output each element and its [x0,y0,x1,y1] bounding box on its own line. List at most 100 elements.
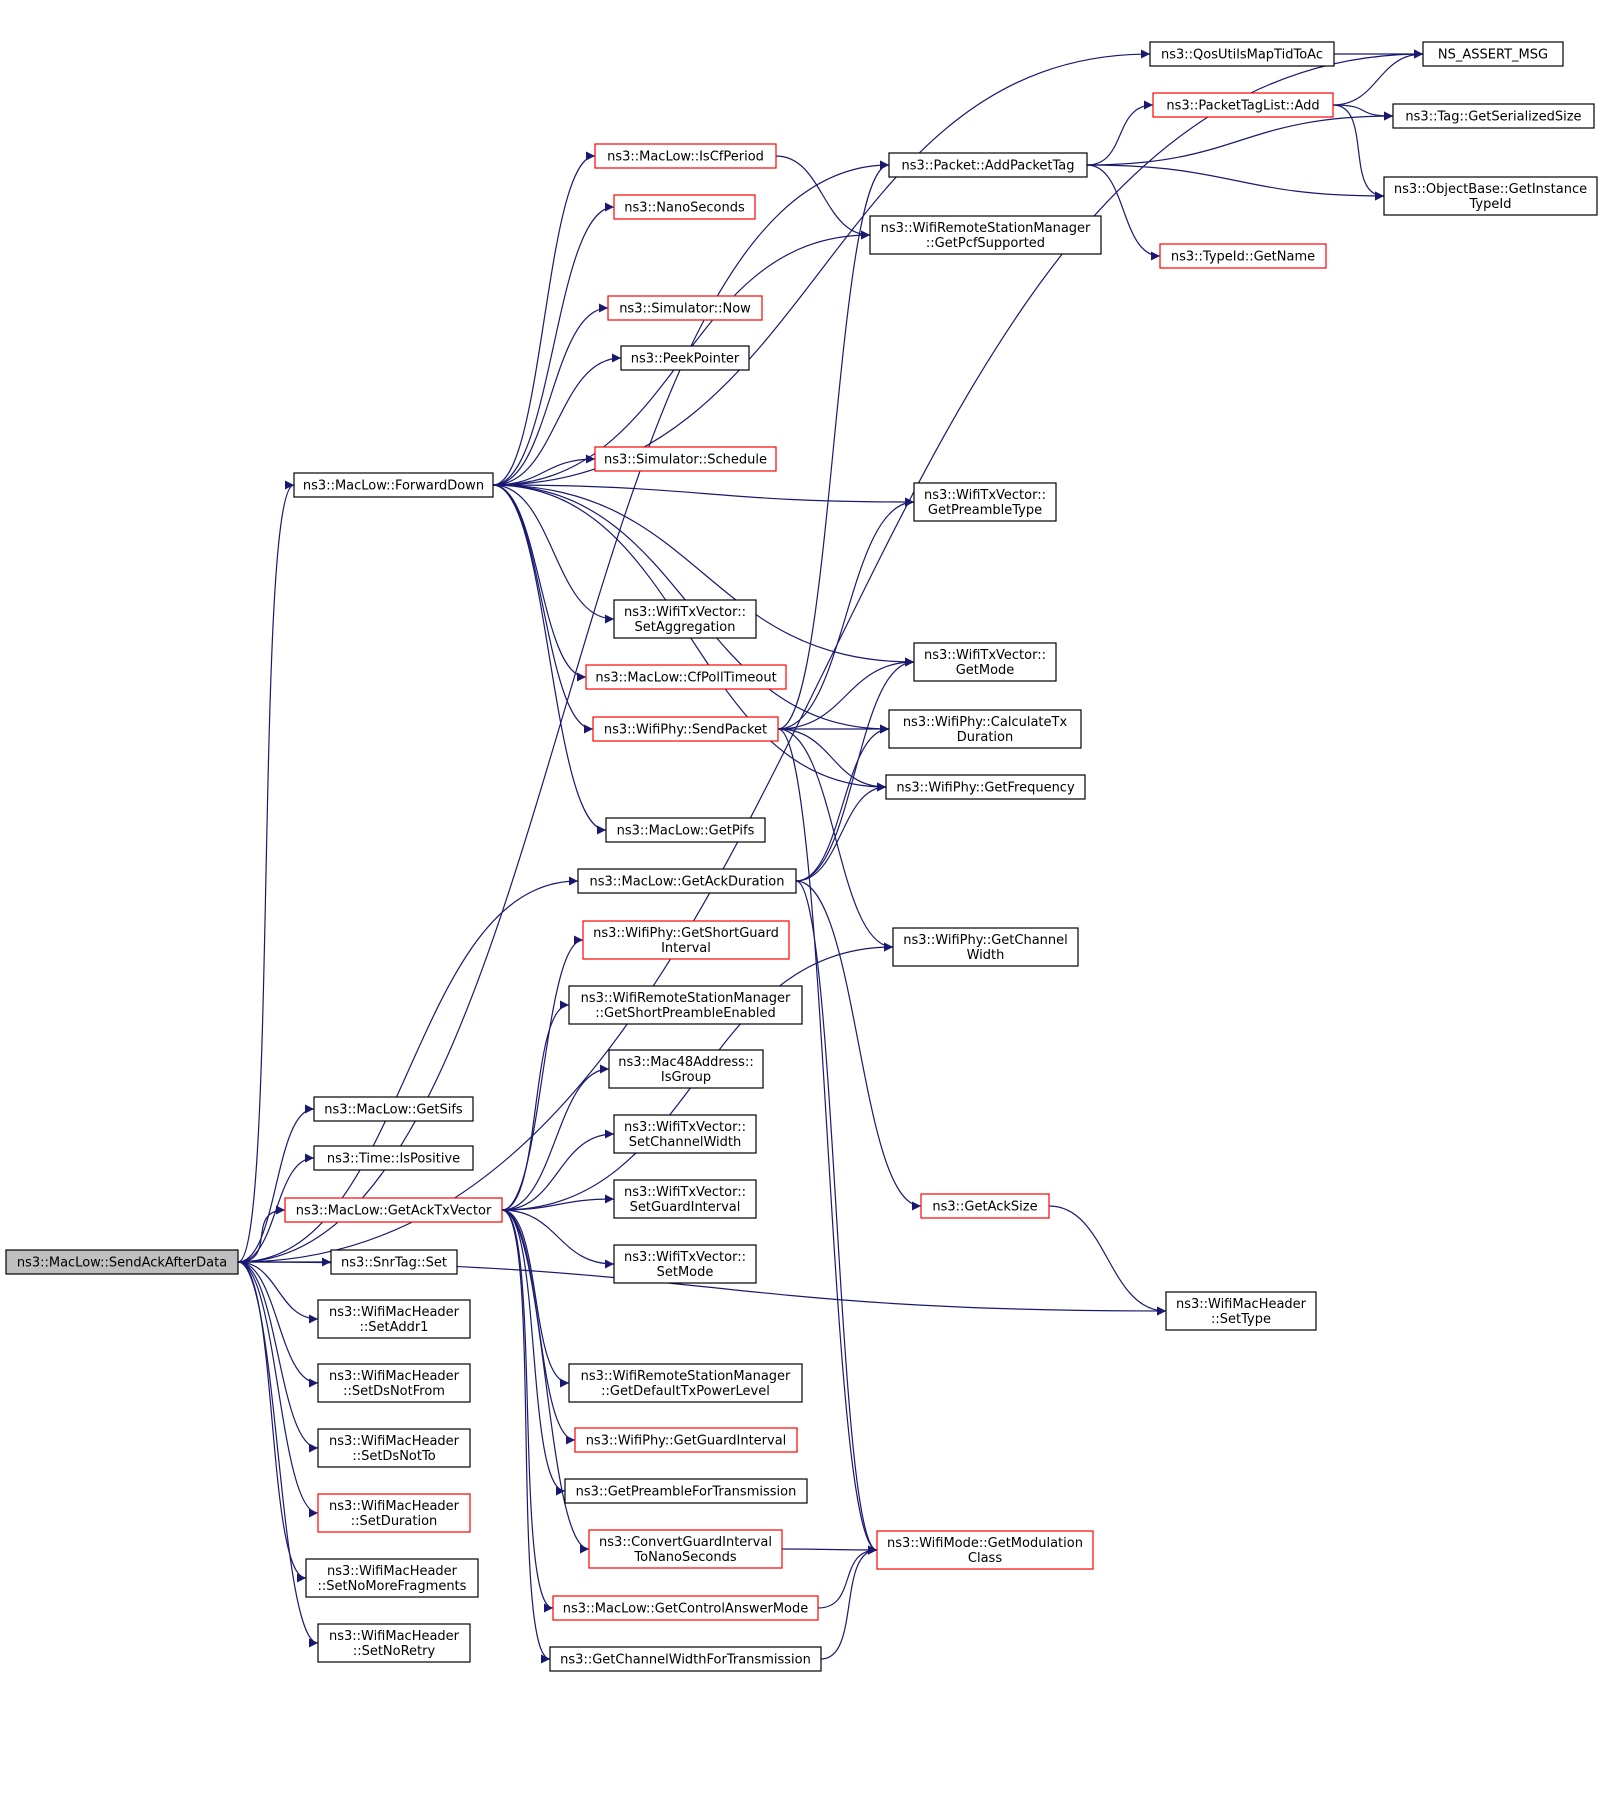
node-setmode[interactable]: ns3::WifiTxVector::SetMode [613,1244,757,1284]
node-box [313,1145,474,1171]
node-label: ns3::MacLow::SendAckAfterData [17,1256,227,1271]
node-sendpacket[interactable]: ns3::WifiPhy::SendPacket [592,716,779,742]
node-getshortpreamble[interactable]: ns3::WifiRemoteStationManager::GetShortP… [568,985,803,1025]
node-label: ns3::WifiMacHeader [1176,1297,1307,1312]
node-qosutils[interactable]: ns3::QosUtilsMapTidToAc [1149,41,1335,67]
node-label: IsGroup [661,1070,711,1085]
edge-addpackettag-to-taggetserialized [1086,111,1394,166]
node-getpifs[interactable]: ns3::MacLow::GetPifs [605,817,766,843]
node-label: ns3::WifiRemoteStationManager [581,1369,791,1384]
edge-addpackettag-to-packettaglistadd [1086,100,1154,166]
node-root[interactable]: ns3::MacLow::SendAckAfterData [5,1249,239,1275]
node-box [594,143,777,169]
node-setaggregation[interactable]: ns3::WifiTxVector::SetAggregation [613,599,757,639]
node-box [892,927,1079,967]
node-label: ns3::MacLow::CfPollTimeout [595,671,776,686]
node-simnow[interactable]: ns3::Simulator::Now [607,295,763,321]
node-box [305,1558,479,1598]
node-label: SetAggregation [635,620,736,635]
node-setdsnotfrom[interactable]: ns3::WifiMacHeader::SetDsNotFrom [317,1363,471,1403]
node-getchannelwidthfortx[interactable]: ns3::GetChannelWidthForTransmission [549,1646,822,1672]
node-simschedule[interactable]: ns3::Simulator::Schedule [594,446,777,472]
node-box [920,1193,1050,1219]
node-setduration[interactable]: ns3::WifiMacHeader::SetDuration [317,1493,471,1533]
node-ispositive[interactable]: ns3::Time::IsPositive [313,1145,474,1171]
node-box [568,985,803,1025]
node-label: ns3::NanoSeconds [624,201,745,216]
edge-forwarddown-to-peekpointer [492,353,622,486]
node-forwarddown[interactable]: ns3::MacLow::ForwardDown [293,472,494,498]
node-addpackettag[interactable]: ns3::Packet::AddPacketTag [888,152,1088,178]
node-getpreamblefortx[interactable]: ns3::GetPreambleForTransmission [564,1478,808,1504]
node-box [574,1427,798,1453]
node-label: ::SetNoMoreFragments [318,1579,467,1594]
node-setchannelwidth[interactable]: ns3::WifiTxVector::SetChannelWidth [613,1114,757,1154]
node-settype[interactable]: ns3::WifiMacHeader::SetType [1165,1291,1317,1331]
node-cfpolltimeout[interactable]: ns3::MacLow::CfPollTimeout [585,664,787,690]
node-iscfperiod[interactable]: ns3::MacLow::IsCfPeriod [594,143,777,169]
node-label: ::SetDsNotTo [352,1449,435,1464]
node-label: ns3::ObjectBase::GetInstance [1394,182,1587,197]
node-label: ns3::WifiMacHeader [329,1499,460,1514]
edge-getackduration-to-calctxduration [795,724,890,882]
node-snrtagset[interactable]: ns3::SnrTag::Set [330,1249,458,1275]
node-getsifs[interactable]: ns3::MacLow::GetSifs [313,1096,474,1122]
node-label: TypeId [1469,197,1512,212]
node-nanoseconds[interactable]: ns3::NanoSeconds [613,194,756,220]
node-packettaglistadd[interactable]: ns3::PacketTagList::Add [1152,92,1334,118]
edge-root-to-getacktxvector [237,1205,286,1263]
node-setaddr1[interactable]: ns3::WifiMacHeader::SetAddr1 [317,1299,471,1339]
node-label: ns3::MacLow::IsCfPeriod [607,150,764,165]
node-label: ns3::WifiPhy::GetGuardInterval [586,1434,787,1449]
node-label: ns3::WifiMode::GetModulation [887,1536,1083,1551]
node-box [1165,1291,1317,1331]
node-getmode[interactable]: ns3::WifiTxVector::GetMode [913,642,1057,682]
node-label: ns3::Simulator::Schedule [604,453,767,468]
node-box [888,709,1082,749]
edge-getacktxvector-to-getdefaulttxpower [501,1209,570,1388]
node-getacksize[interactable]: ns3::GetAckSize [920,1193,1050,1219]
node-typeidgetname[interactable]: ns3::TypeId::GetName [1159,243,1327,269]
edge-root-to-getackduration [237,876,579,1263]
edge-getacktxvector-to-getshortguard [501,935,584,1211]
node-box [317,1428,471,1468]
node-getackduration[interactable]: ns3::MacLow::GetAckDuration [577,868,797,894]
node-getguardinterval[interactable]: ns3::WifiPhy::GetGuardInterval [574,1427,798,1453]
node-getchannelwidth[interactable]: ns3::WifiPhy::GetChannelWidth [892,927,1079,967]
edge-forwarddown-to-getpifs [492,484,607,835]
edge-root-to-setnoretry [237,1261,319,1648]
node-setguardinterval[interactable]: ns3::WifiTxVector::SetGuardInterval [613,1179,757,1219]
node-label: ns3::Time::IsPositive [327,1152,460,1167]
node-box [293,472,494,498]
node-label: ns3::MacLow::GetAckTxVector [296,1204,492,1219]
node-setnoretry[interactable]: ns3::WifiMacHeader::SetNoRetry [317,1623,471,1663]
edge-getacktxvector-to-getshortpreamble [501,1000,570,1211]
edge-root-to-addpackettag [237,160,890,1263]
node-box [317,1623,471,1663]
node-label: ns3::PeekPointer [631,352,740,367]
edge-forwarddown-to-getpreambletype [492,484,915,507]
node-getdefaulttxpower[interactable]: ns3::WifiRemoteStationManager::GetDefaul… [568,1363,803,1403]
node-getpcfsupported[interactable]: ns3::WifiRemoteStationManager::GetPcfSup… [869,215,1102,255]
node-getfrequency[interactable]: ns3::WifiPhy::GetFrequency [885,774,1086,800]
node-setnomorefrag[interactable]: ns3::WifiMacHeader::SetNoMoreFragments [305,1558,479,1598]
node-label: ns3::PacketTagList::Add [1166,99,1319,114]
node-box [876,1530,1094,1570]
node-peekpointer[interactable]: ns3::PeekPointer [620,345,750,371]
node-nsassertmsg[interactable]: NS_ASSERT_MSG [1422,41,1564,67]
node-getpreambletype[interactable]: ns3::WifiTxVector::GetPreambleType [913,482,1057,522]
edge-getackduration-to-getfrequency [795,782,887,882]
node-setdsnotto[interactable]: ns3::WifiMacHeader::SetDsNotTo [317,1428,471,1468]
node-isgroup[interactable]: ns3::Mac48Address::IsGroup [608,1049,764,1089]
node-label: ::SetNoRetry [353,1644,436,1659]
node-getacktxvector[interactable]: ns3::MacLow::GetAckTxVector [284,1197,503,1223]
node-taggetserialized[interactable]: ns3::Tag::GetSerializedSize [1392,103,1595,129]
node-label: ns3::WifiMacHeader [329,1369,460,1384]
node-getcontrolanswer[interactable]: ns3::MacLow::GetControlAnswerMode [552,1595,819,1621]
node-box [888,152,1088,178]
